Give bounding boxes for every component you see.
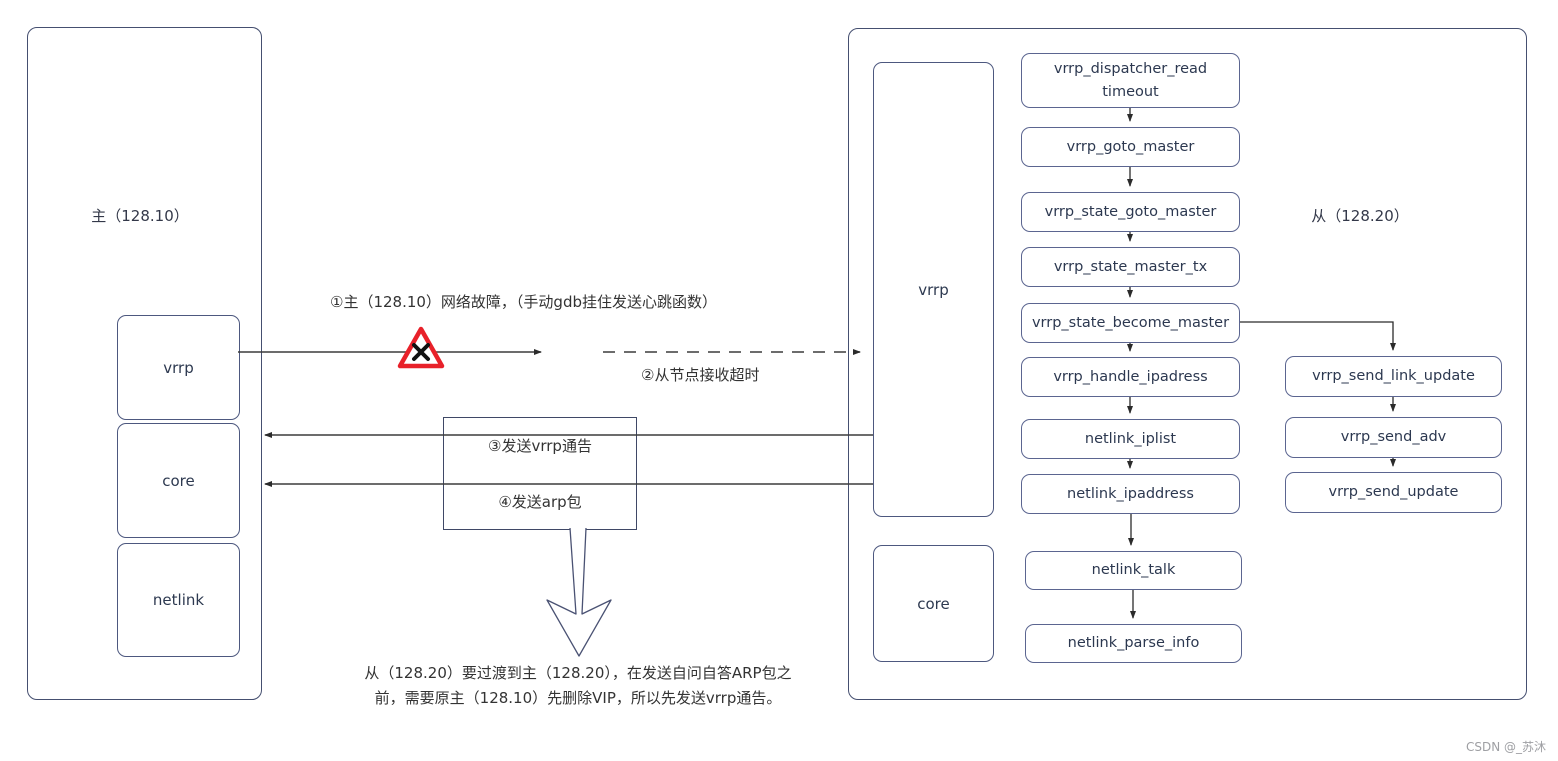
- slave-module-vrrp-label: vrrp: [918, 280, 949, 299]
- watermark: CSDN @_苏沐: [1465, 740, 1546, 754]
- flow-node-vrrp-send-update: vrrp_send_update: [1285, 472, 1502, 513]
- flow-node-label: vrrp_handle_ipadress: [1053, 368, 1208, 385]
- flow-node-label: vrrp_state_become_master: [1031, 314, 1230, 331]
- slave-node-label: 从（128.20）: [1311, 207, 1409, 225]
- flow-node-vrrp-send-link-update: vrrp_send_link_update: [1285, 356, 1502, 397]
- flow-node-netlink-iplist: netlink_iplist: [1021, 419, 1240, 459]
- flow-node-netlink-ipaddress: netlink_ipaddress: [1021, 474, 1240, 514]
- master-module-netlink: netlink: [117, 543, 240, 657]
- flow-node-label: netlink_iplist: [1084, 430, 1177, 447]
- annotation-step3: ③发送vrrp通告: [488, 437, 592, 456]
- network-failure-icon: [397, 326, 445, 369]
- footnote-line1: 从（128.20）要过渡到主（128.20），在发送自问自答ARP包之: [364, 664, 792, 682]
- flow-node-vrrp-dispatcher-read-timeout: vrrp_dispatcher_read timeout: [1021, 53, 1240, 108]
- down-arrow-icon: [546, 527, 612, 657]
- flow-node-label: vrrp_send_adv: [1340, 429, 1447, 446]
- master-module-netlink-label: netlink: [152, 591, 205, 609]
- flow-node-label: netlink_ipaddress: [1067, 485, 1194, 502]
- master-module-vrrp-label: vrrp: [163, 358, 194, 377]
- annotation-step4: ④发送arp包: [498, 492, 582, 511]
- flow-node-label: vrrp_goto_master: [1066, 138, 1195, 155]
- flow-node-label: vrrp_dispatcher_read timeout: [1053, 61, 1208, 100]
- send-steps-box: ③发送vrrp通告 ④发送arp包: [443, 417, 637, 530]
- footnote: 从（128.20）要过渡到主（128.20），在发送自问自答ARP包之 前，需要…: [346, 661, 810, 711]
- master-module-core: core: [117, 423, 240, 538]
- flow-node-vrrp-state-master-tx: vrrp_state_master_tx: [1021, 247, 1240, 287]
- master-module-core-label: core: [162, 471, 195, 490]
- flow-node-vrrp-state-goto-master: vrrp_state_goto_master: [1021, 192, 1240, 232]
- flow-node-vrrp-goto-master: vrrp_goto_master: [1021, 127, 1240, 167]
- flow-node-label: vrrp_send_update: [1328, 484, 1459, 501]
- flow-node-vrrp-handle-ipadress: vrrp_handle_ipadress: [1021, 357, 1240, 397]
- flow-node-label: vrrp_state_goto_master: [1044, 203, 1217, 220]
- annotation-step2: ②从节点接收超时: [641, 366, 760, 384]
- master-node-label: 主（128.10）: [91, 207, 189, 225]
- footnote-line2: 前，需要原主（128.10）先删除VIP，所以先发送vrrp通告。: [374, 689, 782, 707]
- slave-module-core: core: [873, 545, 994, 662]
- flow-node-vrrp-send-adv: vrrp_send_adv: [1285, 417, 1502, 458]
- flow-node-label: netlink_talk: [1091, 562, 1176, 579]
- flow-node-label: netlink_parse_info: [1067, 635, 1200, 652]
- flow-node-vrrp-state-become-master: vrrp_state_become_master: [1021, 303, 1240, 343]
- flow-node-netlink-parse-info: netlink_parse_info: [1025, 624, 1242, 663]
- slave-module-vrrp: vrrp: [873, 62, 994, 517]
- master-module-vrrp: vrrp: [117, 315, 240, 420]
- annotation-step1: ①主（128.10）网络故障，（手动gdb挂住发送心跳函数）: [330, 293, 717, 311]
- flow-node-label: vrrp_send_link_update: [1312, 368, 1475, 385]
- slave-module-core-label: core: [917, 594, 950, 613]
- flow-node-netlink-talk: netlink_talk: [1025, 551, 1242, 590]
- flow-node-label: vrrp_state_master_tx: [1053, 258, 1208, 275]
